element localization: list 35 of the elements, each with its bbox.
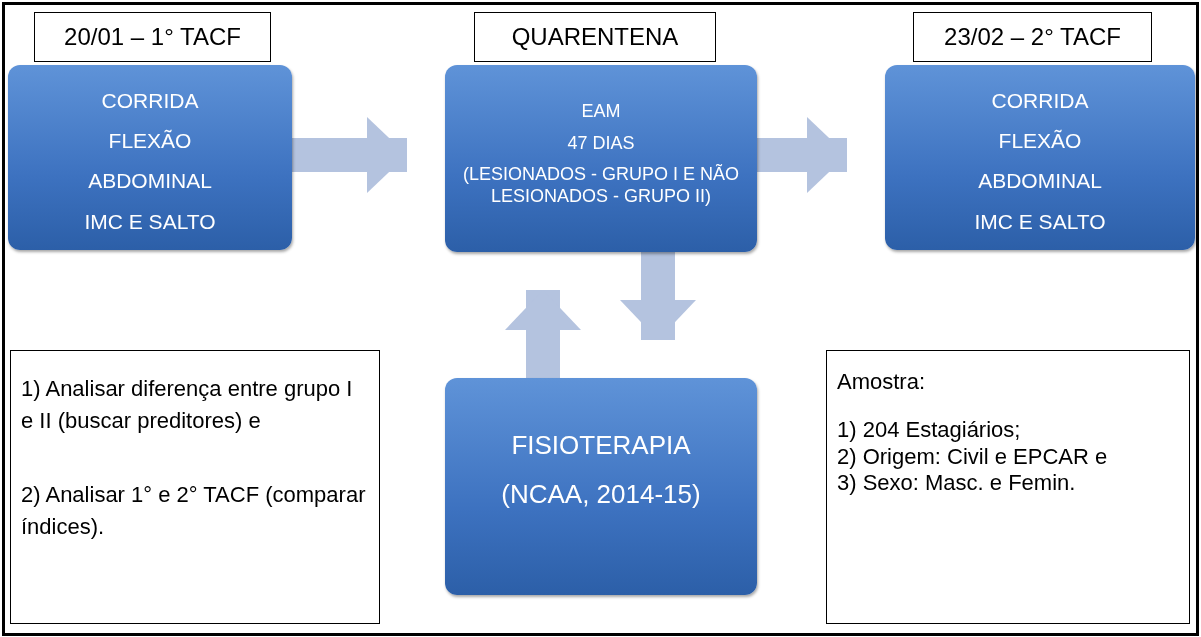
- node-text: IMC E SALTO: [974, 208, 1106, 234]
- node-text: 1) 204 Estagiários;: [837, 417, 1022, 444]
- node-text: QUARENTENA: [511, 22, 679, 52]
- node-text: (NCAA, 2014-15): [501, 479, 701, 511]
- block-arrow: [292, 117, 407, 193]
- heading-box: [913, 12, 1152, 62]
- block-arrow: [505, 290, 581, 378]
- node-text: 1) Analisar diferença entre grupo I e II (buscar preditores) e: [21, 375, 354, 435]
- node-text: 3) Sexo: Masc. e Femin.: [837, 470, 1077, 497]
- node-text: EAM: [581, 101, 621, 123]
- process-box: [885, 65, 1195, 250]
- node-text: FLEXÃO: [998, 128, 1082, 154]
- node-text: 23/02 – 2° TACF: [944, 22, 1121, 52]
- process-box: [445, 378, 757, 595]
- node-text: ABDOMINAL: [88, 168, 212, 194]
- node-text: CORRIDA: [991, 88, 1089, 114]
- node-text: 2) Origem: Civil e EPCAR e: [837, 443, 1109, 471]
- block-arrow: [757, 117, 847, 193]
- node-text: Amostra:: [837, 369, 927, 396]
- process-box: [445, 65, 757, 252]
- node-text: FLEXÃO: [108, 128, 192, 154]
- node-text: (LESIONADOS - GRUPO I E NÃO LESIONADOS - GRUPO II): [461, 164, 740, 208]
- text-box: [10, 350, 380, 624]
- process-box: [8, 65, 292, 250]
- node-text: 2) Analisar 1° e 2° TACF (comparar índices).: [21, 480, 367, 541]
- heading-box: [474, 12, 716, 62]
- node-text: IMC E SALTO: [84, 208, 216, 234]
- node-text: CORRIDA: [101, 88, 199, 114]
- block-arrow: [620, 252, 696, 340]
- node-text: 47 DIAS: [567, 132, 635, 155]
- node-text: 20/01 – 1° TACF: [64, 22, 241, 52]
- heading-box: [34, 12, 271, 62]
- node-text: FISIOTERAPIA: [511, 430, 691, 462]
- text-box: [826, 350, 1190, 624]
- node-text: ABDOMINAL: [978, 168, 1102, 194]
